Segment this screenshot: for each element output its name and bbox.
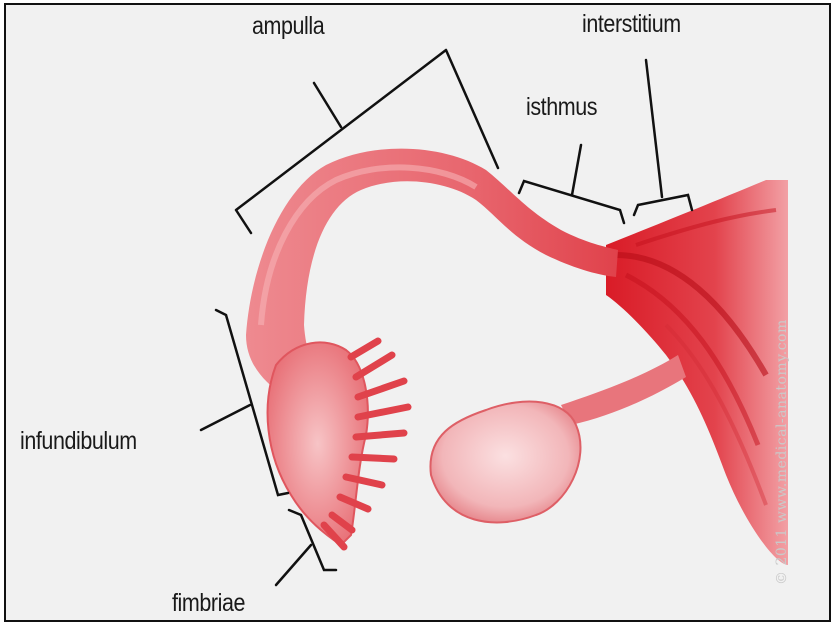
infundibulum-label: infundibulum — [20, 427, 137, 456]
uterus-wall — [606, 180, 788, 565]
infundibulum — [268, 342, 368, 545]
fallopian-tube-illustration — [6, 5, 831, 622]
copyright-watermark: © 2011 www.medical-anatomy.com — [774, 319, 790, 585]
diagram-frame: ampulla interstitium isthmus infundibulu… — [4, 3, 831, 622]
isthmus-label: isthmus — [526, 93, 597, 122]
ampulla-label: ampulla — [252, 12, 324, 41]
ovarian-ligament — [561, 355, 686, 425]
ovary — [430, 402, 580, 523]
fimbriae-label: fimbriae — [172, 589, 245, 618]
interstitium-label: interstitium — [582, 10, 681, 39]
